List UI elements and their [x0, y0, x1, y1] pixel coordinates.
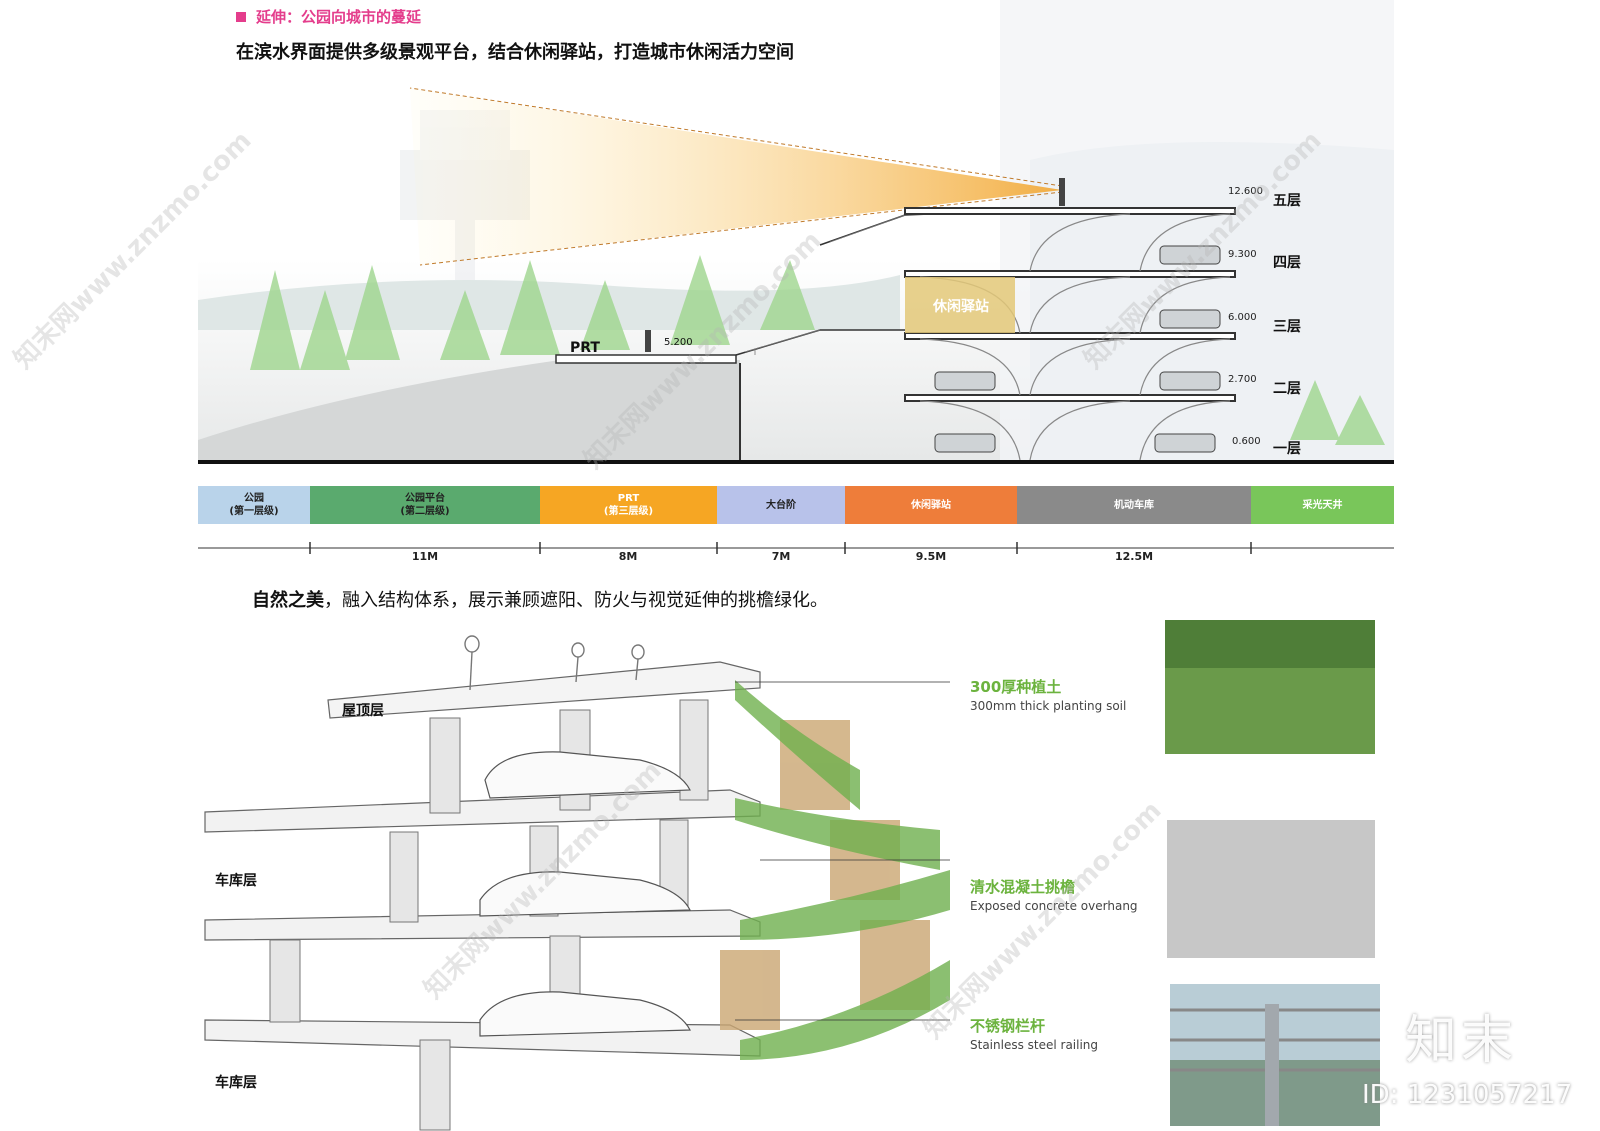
nature-title-rest: ，融入结构体系，展示兼顾遮阳、防火与视觉延伸的挑檐绿化。	[324, 590, 828, 611]
zone-big-steps: 大台阶	[717, 486, 845, 524]
zone-bar: 公园 (第一层级) 公园平台 (第二层级) PRT (第三层级) 大台阶 休闲驿…	[198, 486, 1394, 524]
dim-1: 11M	[411, 550, 439, 563]
elev-2: 2.700	[1228, 374, 1257, 385]
dim-2: 8M	[618, 550, 638, 563]
header-tag-text: 延伸：公园向城市的蔓延	[256, 8, 422, 26]
zone-prt: PRT (第三层级)	[540, 486, 717, 524]
callout-railing: 不锈钢栏杆 Stainless steel railing	[970, 1015, 1098, 1052]
dim-4: 9.5M	[915, 550, 947, 563]
garage-label-1: 车库层	[215, 873, 257, 889]
logo: 知末	[1405, 1011, 1518, 1071]
elev-3: 6.000	[1228, 312, 1257, 323]
dim-5: 12.5M	[1114, 550, 1154, 563]
perspective-cars	[479, 751, 691, 1037]
floor-4: 四层	[1273, 255, 1301, 271]
pink-square-icon	[236, 11, 246, 22]
floor-3: 三层	[1273, 319, 1301, 335]
rest-station-box	[905, 277, 1015, 333]
callout-overhang: 清水混凝土挑檐 Exposed concrete overhang	[970, 876, 1138, 913]
nature-title: 自然之美，融入结构体系，展示兼顾遮阳、防火与视觉延伸的挑檐绿化。	[252, 586, 828, 612]
roof-label: 屋顶层	[342, 703, 384, 719]
callout-overhang-en: Exposed concrete overhang	[970, 899, 1138, 913]
dim-3: 7M	[771, 550, 791, 563]
prt-label: PRT	[570, 340, 600, 356]
callout-railing-cn: 不锈钢栏杆	[970, 1017, 1046, 1035]
header-tag: 延伸：公园向城市的蔓延	[236, 6, 421, 27]
callout-soil-en: 300mm thick planting soil	[970, 699, 1127, 713]
garage-structure	[904, 207, 1236, 402]
cars	[934, 245, 1221, 453]
callout-soil: 300厚种植土 300mm thick planting soil	[970, 676, 1126, 713]
rest-station-label: 休闲驿站	[933, 299, 989, 315]
floor-5: 五层	[1273, 193, 1301, 209]
callout-soil-cn: 300厚种植土	[970, 678, 1062, 696]
section-drawing	[198, 0, 1394, 464]
elev-4: 9.300	[1228, 249, 1257, 260]
callout-overhang-cn: 清水混凝土挑檐	[970, 878, 1076, 896]
header-subtitle: 在滨水界面提供多级景观平台，结合休闲驿站，打造城市休闲活力空间	[236, 42, 794, 63]
trees	[250, 255, 1385, 445]
zone-park-platform: 公园平台 (第二层级)	[310, 486, 540, 524]
perspective-drawing	[204, 620, 1380, 1131]
elev-5: 12.600	[1228, 186, 1263, 197]
floor-2: 二层	[1273, 381, 1301, 397]
zone-rest-station: 休闲驿站	[845, 486, 1017, 524]
zone-skylight: 采光天井	[1251, 486, 1394, 524]
garage-label-2: 车库层	[215, 1075, 257, 1091]
callout-railing-en: Stainless steel railing	[970, 1038, 1099, 1052]
nature-title-bold: 自然之美	[252, 590, 324, 611]
dimension-line	[198, 542, 1394, 554]
concrete-swatch	[1167, 820, 1375, 958]
view-cone	[410, 88, 1062, 265]
asset-id: ID: 1231057217	[1362, 1080, 1573, 1110]
elev-1: 0.600	[1232, 436, 1261, 447]
prt-elevation: 5.200	[664, 337, 693, 348]
zone-garage: 机动车库	[1017, 486, 1251, 524]
floor-1: 一层	[1273, 441, 1301, 457]
zone-park: 公园 (第一层级)	[198, 486, 310, 524]
